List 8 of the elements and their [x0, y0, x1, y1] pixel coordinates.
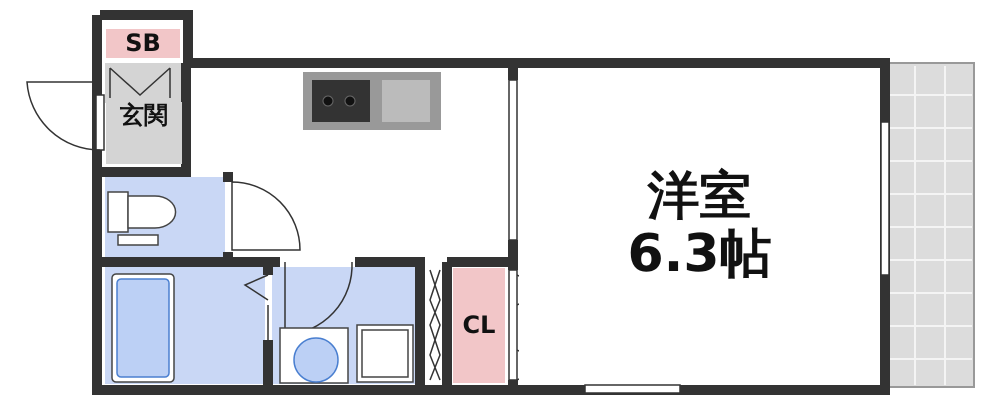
room-name: SB	[125, 30, 161, 57]
room-size: 6.3帖	[627, 226, 772, 283]
closet-area	[453, 268, 505, 383]
room-name: 玄関	[120, 102, 168, 128]
room-name: CL	[462, 312, 496, 339]
entrance-area	[106, 102, 182, 164]
storage-area	[106, 29, 180, 58]
room-name: 洋室	[648, 168, 752, 226]
